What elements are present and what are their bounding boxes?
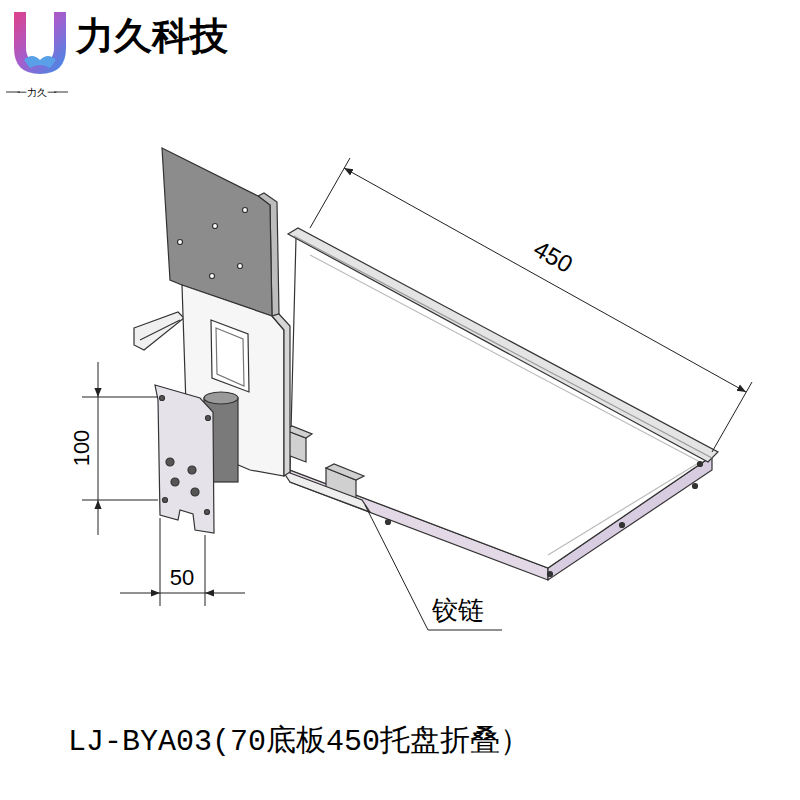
product-caption: LJ-BYA03(70底板450托盘折叠） [68,726,530,759]
dimension-lines [82,158,752,630]
logo-tagline: 一力久一 [17,87,57,98]
dimension-label: 100 [70,430,94,467]
tray [288,228,718,580]
part-label: 铰链 [432,596,484,625]
tray-frame [134,312,184,350]
hinge-symbol [282,426,370,512]
mounting-plate [155,385,214,533]
company-logo [6,12,68,92]
company-name: 力久科技 [76,16,228,58]
dimension-label: 450 [526,234,579,280]
dimension-label: 50 [170,566,194,590]
